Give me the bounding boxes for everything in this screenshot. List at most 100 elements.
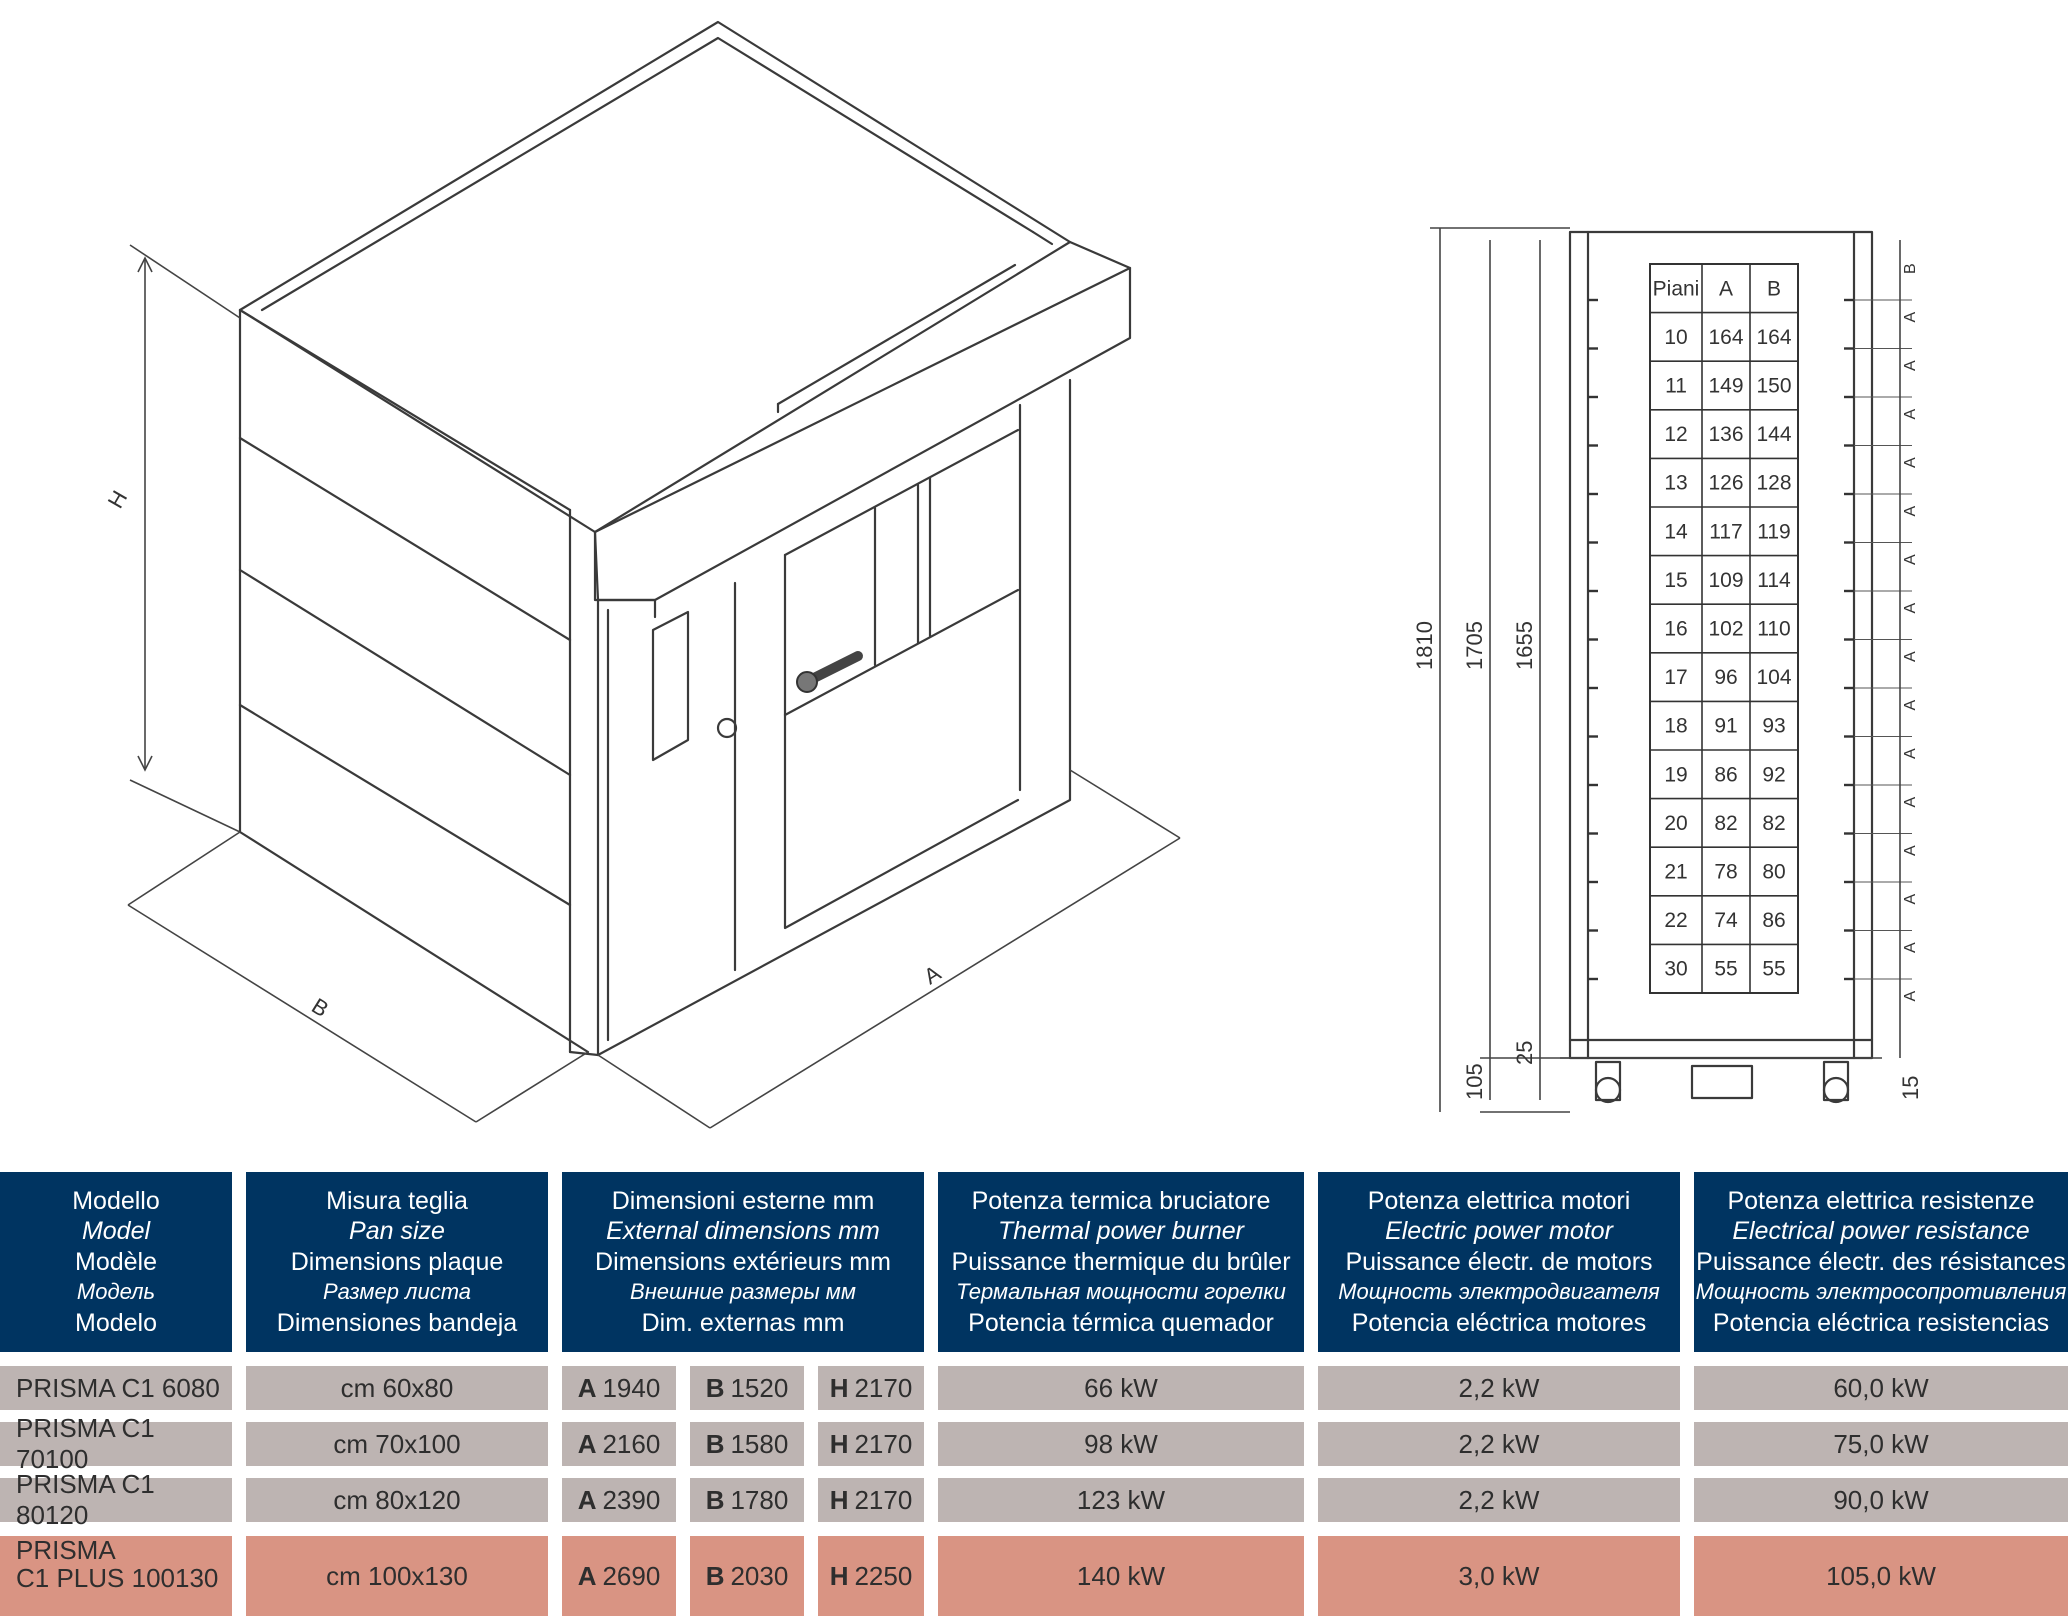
tray-table-cell: 30 (1664, 958, 1687, 981)
row3-model: PRISMA C1 80120 (0, 1469, 232, 1530)
tray-table-cell: 55 (1762, 958, 1785, 981)
tray-table-cell: 126 (1708, 472, 1743, 495)
pitch-label: A (1902, 748, 1919, 759)
row4-thermal: 140 kW (938, 1536, 1304, 1616)
pitch-label: A (1902, 457, 1919, 468)
tray-table-cell: 91 (1714, 715, 1737, 738)
pitch-label: A (1902, 554, 1919, 565)
dim-label-h: H (103, 486, 133, 512)
pitch-label: A (1902, 700, 1919, 711)
tray-table-cell: 78 (1714, 861, 1737, 884)
tray-table-cell: 14 (1664, 520, 1688, 543)
dim-1705: 1705 (1462, 621, 1487, 670)
dim-105: 105 (1462, 1063, 1487, 1100)
tray-table-cell: 13 (1664, 472, 1687, 495)
drawing-canvas: H B A 1810 1705 1655 (103, 20, 1923, 1129)
pitch-label: A (1902, 797, 1919, 808)
tray-table-cell: 82 (1762, 812, 1785, 835)
tray-table-cell: 117 (1709, 520, 1742, 543)
tray-table-cell: 144 (1756, 423, 1791, 446)
tray-table-cell: 110 (1757, 618, 1790, 641)
row2-pan: cm 70x100 (246, 1422, 548, 1466)
tray-table-cell: 74 (1714, 909, 1738, 932)
pitch-label: A (1902, 360, 1919, 371)
tray-table-cell: 93 (1762, 715, 1785, 738)
pitch-label: A (1902, 894, 1919, 905)
tray-table-cell: 15 (1664, 569, 1687, 592)
tray-table-border (1649, 263, 1799, 994)
tray-table-header: Piani (1653, 277, 1700, 300)
pitch-label: A (1902, 312, 1919, 323)
tray-table-cell: 21 (1664, 861, 1687, 884)
tray-table-cell: 55 (1714, 958, 1737, 981)
rack-side-view: 1810 1705 1655 105 25 15 BAAAAAAAAAAAAAA… (1412, 227, 1923, 1113)
row1-motor: 2,2 kW (1318, 1366, 1680, 1410)
tray-table-cell: 18 (1664, 715, 1687, 738)
row1-model: PRISMA C1 6080 (0, 1366, 232, 1410)
tray-table-cell: 86 (1762, 909, 1785, 932)
tray-table-cell: 136 (1708, 423, 1743, 446)
pitch-label: A (1902, 603, 1919, 614)
tray-table-cell: 10 (1664, 326, 1687, 349)
tray-table-cell: 19 (1664, 763, 1687, 786)
pitch-label: A (1902, 845, 1919, 856)
row1-thermal: 66 kW (938, 1366, 1304, 1410)
tray-table-cell: 80 (1762, 861, 1785, 884)
pitch-label: A (1902, 991, 1919, 1002)
row4-pan: cm 100x130 (246, 1536, 548, 1616)
tray-table-cell: 11 (1665, 375, 1687, 398)
pitch-label: A (1902, 942, 1919, 953)
row4-resistance: 105,0 kW (1694, 1536, 2068, 1616)
row1-resistance: 60,0 kW (1694, 1366, 2068, 1410)
shelf-ticks (1588, 298, 1912, 981)
technical-drawing: H B A 1810 1705 1655 (103, 20, 1923, 1129)
tray-table-cell: 149 (1708, 375, 1743, 398)
tray-table-cell: 119 (1757, 520, 1790, 543)
tray-table-cell: 22 (1664, 909, 1687, 932)
pitch-label: A (1902, 506, 1919, 517)
row2-motor: 2,2 kW (1318, 1422, 1680, 1466)
tray-table-header: A (1719, 277, 1733, 300)
dim-1655: 1655 (1512, 621, 1537, 670)
row3-pan: cm 80x120 (246, 1478, 548, 1522)
tray-table-cell: 102 (1708, 618, 1743, 641)
dim-25: 25 (1512, 1041, 1537, 1065)
row1-pan: cm 60x80 (246, 1366, 548, 1410)
pitch-label: A (1902, 651, 1919, 662)
row2-resistance: 75,0 kW (1694, 1422, 2068, 1466)
tray-table-cell: 86 (1714, 763, 1737, 786)
tray-table-cell: 20 (1664, 812, 1687, 835)
dim-15: 15 (1898, 1076, 1923, 1100)
tray-table-cell: 96 (1714, 666, 1737, 689)
row3-motor: 2,2 kW (1318, 1478, 1680, 1522)
tray-table-cell: 82 (1714, 812, 1737, 835)
pitch-label: A (1902, 409, 1919, 420)
row3-thermal: 123 kW (938, 1478, 1304, 1522)
row2-model: PRISMA C1 70100 (0, 1413, 232, 1474)
tray-table-cell: 92 (1762, 763, 1785, 786)
tray-table-cell: 164 (1708, 326, 1743, 349)
tray-table-cell: 109 (1708, 569, 1743, 592)
tray-table-cell: 150 (1756, 375, 1791, 398)
dim-1810: 1810 (1412, 621, 1437, 670)
